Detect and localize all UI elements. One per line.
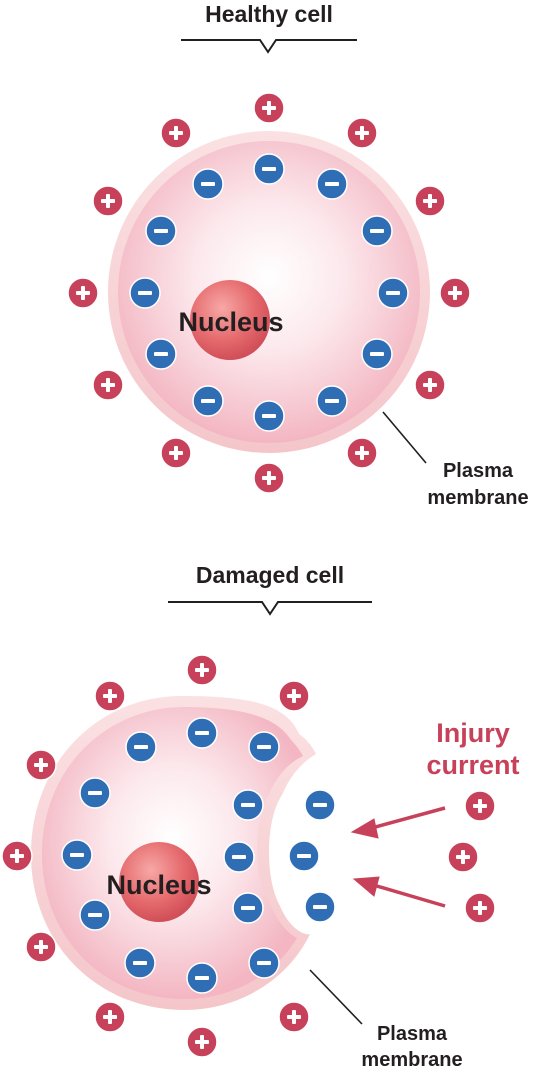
negative-ion — [232, 789, 264, 821]
negative-ion — [304, 789, 336, 821]
negative-ion — [129, 277, 161, 309]
injury-arrows — [350, 806, 446, 908]
negative-ion — [316, 385, 348, 417]
positive-ion — [346, 437, 378, 469]
positive-ion — [92, 369, 124, 401]
damaged-nucleus — [119, 842, 199, 922]
damaged-negative-ions-inside — [61, 717, 280, 994]
damaged-membrane-label-line1: Plasma — [377, 1023, 448, 1045]
negative-ion — [223, 841, 255, 873]
negative-ion — [361, 215, 393, 247]
negative-ion — [253, 400, 285, 432]
negative-ion — [145, 215, 177, 247]
injury-current-label-line1: Injury — [436, 718, 510, 748]
damaged-title-brace — [168, 601, 372, 616]
positive-ion — [278, 680, 310, 712]
damaged-nucleus-label: Nucleus — [106, 870, 211, 900]
healthy-membrane-label-line1: Plasma — [443, 460, 514, 482]
positive-ion — [464, 790, 496, 822]
positive-ion — [186, 654, 218, 686]
positive-ion — [253, 92, 285, 124]
injury-arrow-upper — [367, 806, 446, 831]
positive-ion — [160, 437, 192, 469]
damaged-cell-panel: Damaged cell Nucleus Plasma membrane Inj… — [1, 562, 520, 1069]
negative-ion — [316, 168, 348, 200]
damaged-membrane-label-line2: membrane — [361, 1049, 462, 1069]
damaged-positive-ions — [1, 654, 496, 1058]
injury-arrow-lower-head — [352, 876, 380, 897]
negative-ion — [186, 717, 218, 749]
positive-ion — [25, 931, 57, 963]
negative-ion — [192, 168, 224, 200]
healthy-negative-ions — [129, 153, 409, 432]
positive-ion — [92, 185, 124, 217]
negative-ion — [377, 277, 409, 309]
negative-ion — [248, 947, 280, 979]
negative-ion — [288, 840, 320, 872]
negative-ion — [304, 891, 336, 923]
positive-ion — [278, 1001, 310, 1033]
negative-ion — [186, 962, 218, 994]
positive-ion — [253, 462, 285, 494]
positive-ion — [67, 277, 99, 309]
injury-arrow-lower — [369, 882, 446, 908]
healthy-membrane-pointer — [382, 411, 427, 464]
healthy-nucleus — [190, 280, 270, 360]
healthy-positive-ions — [67, 92, 471, 494]
positive-ion — [439, 277, 471, 309]
healthy-nucleus-label: Nucleus — [178, 307, 283, 337]
healthy-cell-panel: Healthy cell Nucleus Plasma membrane — [67, 1, 529, 509]
positive-ion — [464, 892, 496, 924]
negative-ion — [124, 947, 156, 979]
negative-ion — [192, 385, 224, 417]
positive-ion — [94, 1001, 126, 1033]
damaged-membrane-pointer — [309, 969, 363, 1025]
injury-current-label-line2: current — [426, 750, 519, 780]
positive-ion — [94, 680, 126, 712]
negative-ion — [125, 731, 157, 763]
negative-ion — [61, 839, 93, 871]
positive-ion — [25, 749, 57, 781]
damaged-negative-ions-gap — [288, 789, 336, 923]
positive-ion — [414, 369, 446, 401]
damaged-cell-title: Damaged cell — [196, 562, 344, 588]
positive-ion — [160, 117, 192, 149]
negative-ion — [79, 899, 111, 931]
negative-ion — [361, 338, 393, 370]
positive-ion — [1, 840, 33, 872]
healthy-cell-title: Healthy cell — [205, 1, 333, 27]
negative-ion — [253, 153, 285, 185]
positive-ion — [447, 841, 479, 873]
negative-ion — [79, 777, 111, 809]
injury-arrow-upper-head — [350, 818, 379, 839]
healthy-title-brace — [181, 39, 357, 54]
healthy-membrane-label-line2: membrane — [427, 487, 528, 509]
positive-ion — [186, 1026, 218, 1058]
negative-ion — [145, 338, 177, 370]
positive-ion — [414, 185, 446, 217]
negative-ion — [248, 731, 280, 763]
positive-ion — [346, 117, 378, 149]
negative-ion — [232, 892, 264, 924]
healthy-cytoplasm — [118, 141, 420, 443]
